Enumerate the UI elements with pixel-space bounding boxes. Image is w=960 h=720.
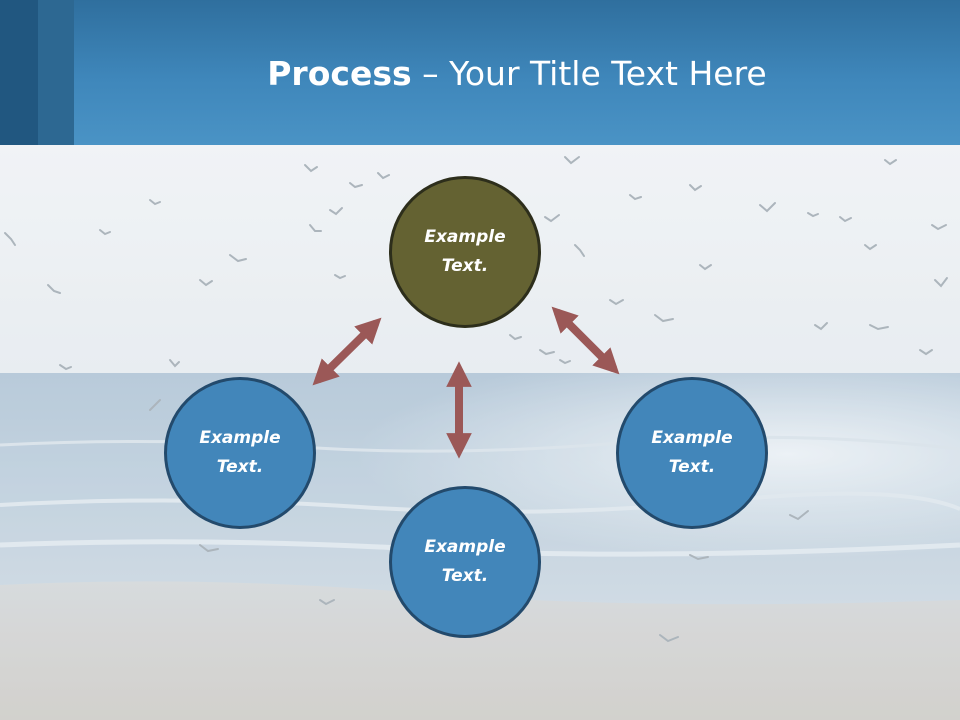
title-regular-text: – Your Title Text Here [411, 54, 767, 93]
node-bottom-line2: Text. [441, 566, 489, 586]
node-top-line2: Text. [441, 256, 489, 276]
node-left-line2: Text. [216, 457, 264, 477]
double-arrow-top-left [312, 317, 382, 386]
header-accent-stripe [38, 0, 74, 145]
header-accent-stripe [0, 0, 38, 145]
node-right-line1: Example [651, 428, 733, 448]
node-top-line1: Example [424, 227, 506, 247]
node-bottom-line1: Example [424, 537, 506, 557]
slide-title: Process – Your Title Text Here [74, 52, 960, 96]
node-right-line2: Text. [668, 457, 716, 477]
node-left-line1: Example [199, 428, 281, 448]
title-bar: Process – Your Title Text Here [0, 0, 960, 145]
double-arrow-top-right [551, 306, 620, 375]
title-bold-text: Process [267, 54, 412, 93]
